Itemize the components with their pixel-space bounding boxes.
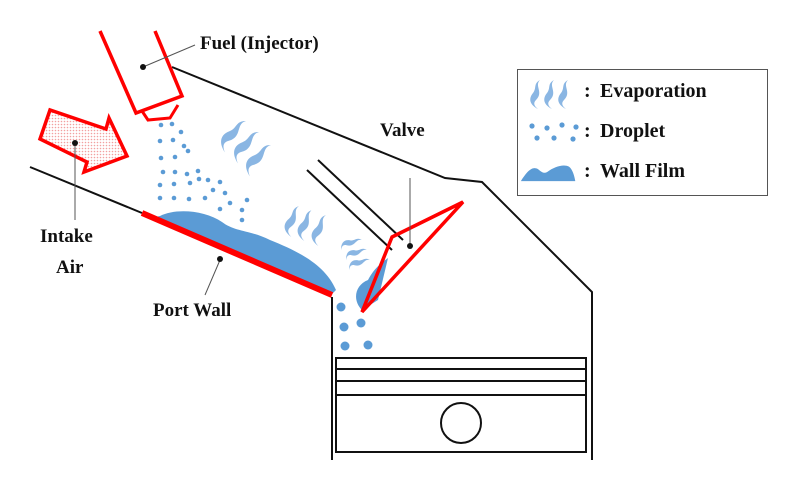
fuel-injector-label: Fuel (Injector) (200, 33, 319, 54)
intake-air-arrow (37, 107, 130, 175)
spray-droplet (158, 122, 164, 128)
legend-item-evaporation: : Evaporation (518, 76, 767, 114)
legend: : Evaporation : Droplet : Wall Film (517, 69, 768, 196)
evaporation-wisp (246, 144, 271, 177)
evaporation-icon (530, 80, 568, 109)
valve-leader-dot (407, 243, 413, 249)
injector-nozzle (140, 104, 180, 122)
intake-air-label-line2: Air (56, 257, 84, 278)
evaporation-wisp (234, 131, 259, 164)
legend-colon: : (584, 80, 591, 102)
spray-droplet (205, 177, 211, 183)
spray-droplet (239, 207, 245, 213)
legend-colon: : (584, 160, 591, 182)
port-wall-leader-dot (217, 256, 223, 262)
spray-droplet (172, 169, 178, 175)
piston (335, 357, 587, 453)
spray-droplet (185, 148, 191, 154)
intake-air-label-line1: Intake (40, 226, 93, 247)
evaporation-wisps (221, 120, 370, 271)
port-wall-label: Port Wall (153, 300, 232, 321)
evaporation-wisp (346, 248, 367, 261)
spray-droplet (222, 190, 228, 196)
evaporation-wisp (349, 258, 370, 271)
injector-leader-dot (140, 64, 146, 70)
legend-label-wall-film: Wall Film (600, 160, 685, 182)
evaporation-wisp (284, 206, 299, 238)
wall-film-icon (520, 165, 576, 182)
evaporation-wisp (221, 120, 246, 153)
spray-droplet (195, 168, 201, 174)
port-upper-wall (171, 66, 593, 460)
spray-droplet (171, 181, 177, 187)
legend-item-wall-film: : Wall Film (518, 156, 767, 194)
spray-droplet (186, 196, 192, 202)
legend-item-droplet: : Droplet (518, 116, 767, 154)
spray-droplet (160, 169, 166, 175)
evaporation-wisp (341, 238, 362, 251)
spray-droplet (171, 195, 177, 201)
port-lower-wall-line (29, 166, 143, 214)
spray-droplet (210, 187, 216, 193)
valve-head (360, 200, 465, 314)
injector-leader-line (142, 44, 196, 68)
cylinder-droplets (336, 302, 373, 351)
spray-droplet (172, 154, 178, 160)
spray-droplet (202, 195, 208, 201)
valve-stem-line-b (317, 159, 404, 241)
spray-droplet (170, 137, 176, 143)
spray-droplet (157, 182, 163, 188)
spray-droplet (217, 179, 223, 185)
evaporation-wisp (297, 210, 312, 242)
intake-leader-dot (72, 140, 78, 146)
injector-body (98, 30, 185, 116)
spray-droplet (184, 171, 190, 177)
spray-droplet (157, 195, 163, 201)
legend-colon: : (584, 120, 591, 142)
legend-label-droplet: Droplet (600, 120, 666, 142)
spray-droplet (178, 129, 184, 135)
spray-droplet (157, 138, 163, 144)
port-wall (140, 210, 334, 298)
spray-droplet (217, 206, 223, 212)
spray-droplet (158, 155, 164, 161)
droplet-icon (529, 122, 579, 142)
spray-droplet (227, 200, 233, 206)
spray-droplet (181, 143, 187, 149)
spray-droplet (169, 121, 175, 127)
droplet-spray (157, 121, 250, 223)
spray-droplet (187, 180, 193, 186)
valve-label: Valve (380, 120, 425, 141)
spray-droplet (239, 217, 245, 223)
evaporation-wisp (311, 215, 326, 247)
spray-droplet (244, 197, 250, 203)
legend-label-evaporation: Evaporation (600, 80, 707, 102)
spray-droplet (196, 176, 202, 182)
port-wall-leader-line (204, 259, 221, 296)
valve-stem-line-a (306, 169, 393, 251)
